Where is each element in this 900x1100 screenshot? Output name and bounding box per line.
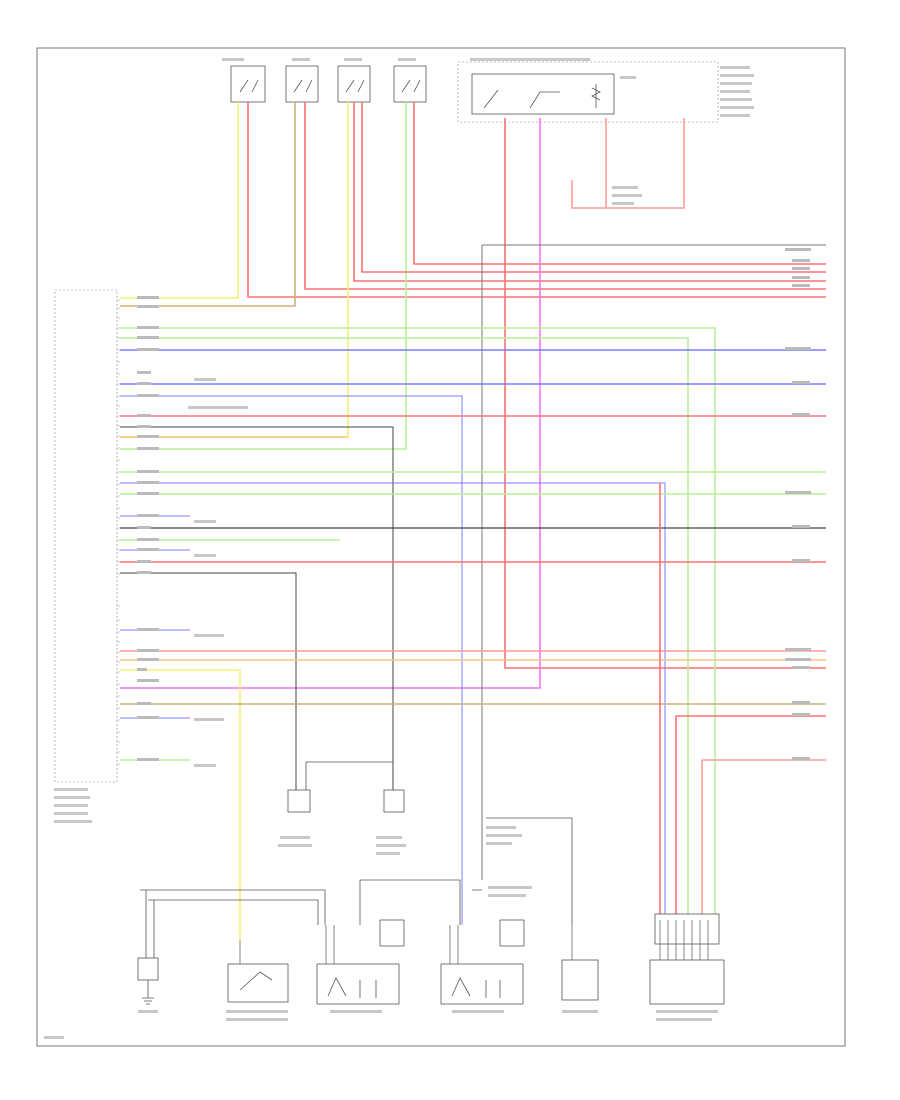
connector-icon [654,913,720,945]
wire-harness [120,102,826,940]
sensor-connector-1 [230,65,266,103]
connector-icon [499,919,525,947]
switch-icon [483,89,560,109]
wire [140,879,482,980]
sensor-connector-left [287,789,311,813]
sensor-connector-bottom-left [137,957,159,981]
wire [120,395,463,925]
switch-icon [239,79,421,93]
wire [120,102,407,450]
wire [295,761,393,812]
condenser [561,959,599,1001]
coil-icon [591,84,601,108]
wire [361,102,826,273]
sensor-connector-mid [383,789,405,813]
right-wire-labels [785,248,811,760]
wire [606,118,685,209]
sensor-connector-3 [337,65,371,103]
throttle-position-switch-box [227,963,289,1003]
wire [486,817,573,925]
wire [571,118,607,209]
component-label-stubs [44,58,754,1039]
relay-assembly [457,61,719,123]
ecm-connector-outline [54,289,118,783]
wire [120,102,296,307]
connector-icon [379,919,405,947]
wire [304,102,826,290]
coil-icon [327,977,377,998]
wire [675,715,826,925]
ignition-coil-2 [316,963,400,1005]
wire [120,572,297,790]
wire [120,327,716,925]
diagram-frame [36,47,846,1047]
wire [120,669,241,940]
wire [353,102,826,282]
pin-strips [239,920,709,964]
ground-icon [142,980,154,1005]
wire [413,102,826,265]
wire [120,118,541,689]
wire [120,337,689,925]
relay-box-outline [457,61,719,123]
ecm-pin-ticks [117,299,120,765]
sensor-connector-4 [393,65,427,103]
lower-components [137,761,725,1005]
wire [120,102,239,299]
ecm-wire-labels [137,296,159,761]
ignition-coil-1 [440,963,524,1005]
switch-icon [239,971,273,991]
sensor-connector-2 [285,65,319,103]
relay-module-bottom [649,959,725,1005]
wire [120,102,349,438]
relay-icon [471,73,615,115]
wire [120,426,394,790]
top-sensor-connectors [230,65,427,103]
wire [247,102,826,298]
wire [504,118,826,669]
wire [120,482,666,925]
coil-icon [451,977,501,998]
